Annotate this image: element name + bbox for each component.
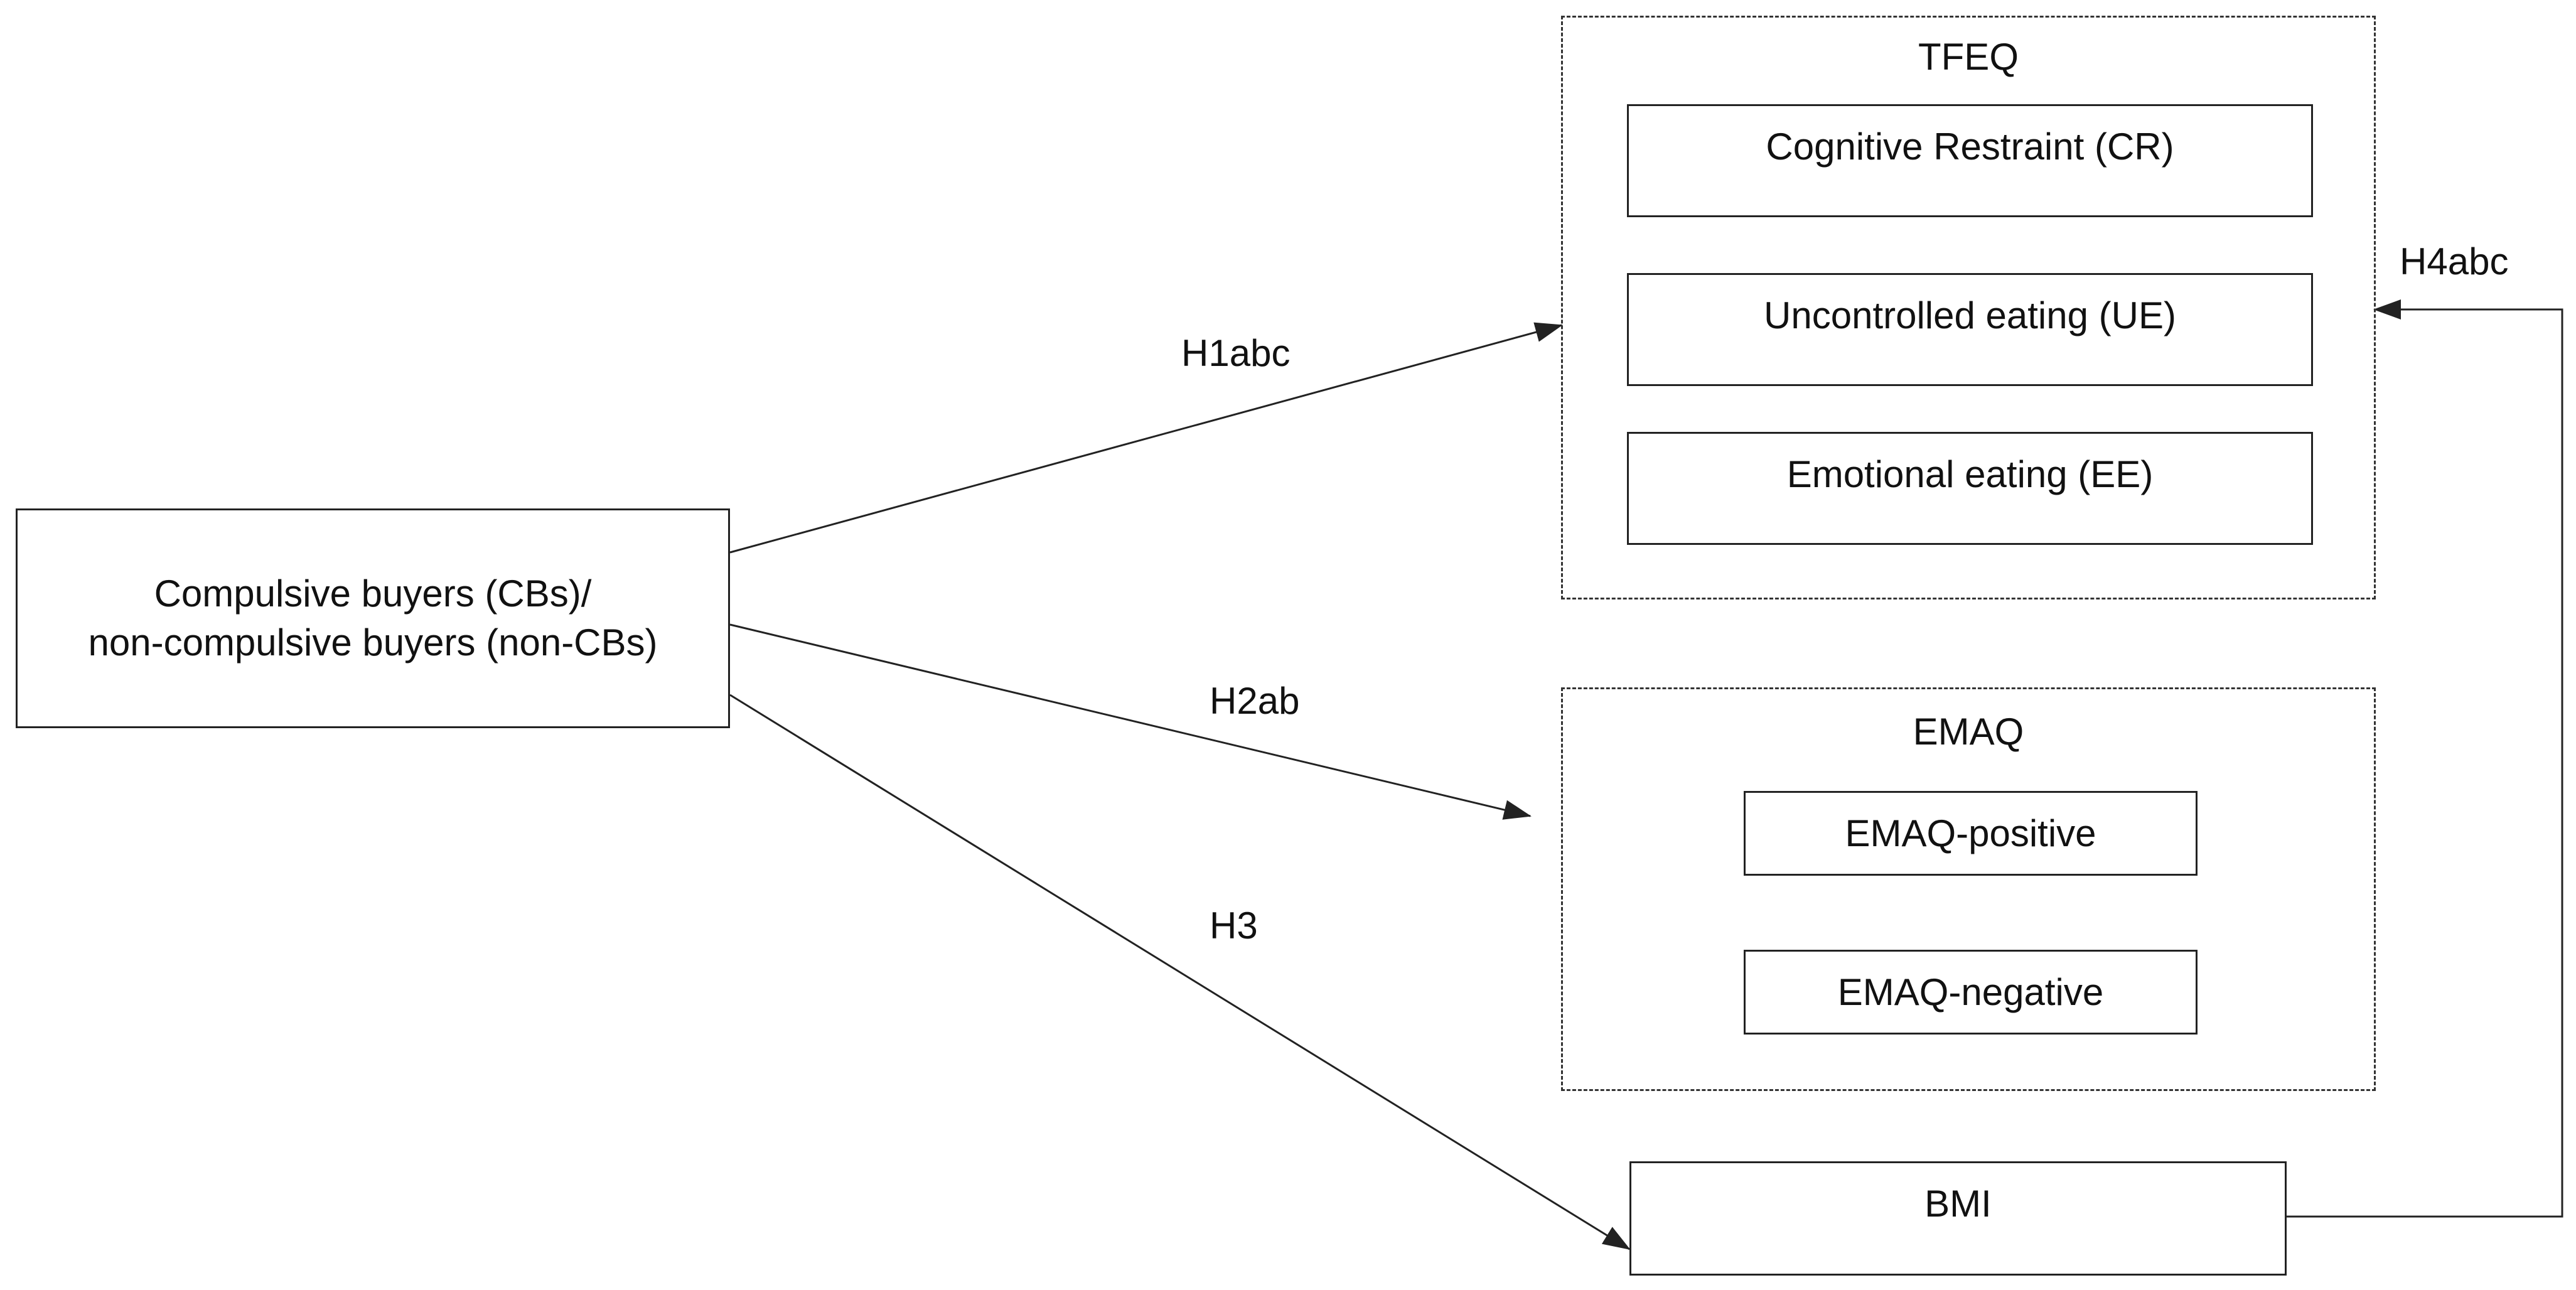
source-node-compulsive-buyers: Compulsive buyers (CBs)/ non-compulsive … xyxy=(16,508,730,728)
emaq-item-negative: EMAQ-negative xyxy=(1744,950,2198,1035)
emaq-item-label: EMAQ-negative xyxy=(1837,971,2104,1013)
edge-label-h4: H4abc xyxy=(2400,240,2509,282)
edge-label-h3: H3 xyxy=(1210,905,1258,947)
tfeq-title: TFEQ xyxy=(1918,36,2019,78)
edge-label-h1: H1abc xyxy=(1181,332,1291,374)
tfeq-item-emotional-eating: Emotional eating (EE) xyxy=(1627,432,2313,545)
tfeq-item-cognitive-restraint: Cognitive Restraint (CR) xyxy=(1627,104,2313,217)
tfeq-item-label: Uncontrolled eating (UE) xyxy=(1764,294,2176,336)
bmi-label: BMI xyxy=(1924,1183,1992,1225)
tfeq-item-label: Emotional eating (EE) xyxy=(1786,453,2154,495)
arrow-h3 xyxy=(729,694,1631,1250)
emaq-item-label: EMAQ-positive xyxy=(1845,812,2096,854)
emaq-group: EMAQ xyxy=(1561,687,2376,1091)
arrow-h1 xyxy=(729,322,1563,554)
tfeq-item-uncontrolled-eating: Uncontrolled eating (UE) xyxy=(1627,273,2313,386)
source-node-label: Compulsive buyers (CBs)/ non-compulsive … xyxy=(88,572,658,664)
tfeq-item-label: Cognitive Restraint (CR) xyxy=(1766,126,2174,168)
arrow-h2 xyxy=(729,623,1532,820)
edge-label-h2: H2ab xyxy=(1210,680,1300,722)
tfeq-group: TFEQ xyxy=(1561,16,2376,599)
emaq-title: EMAQ xyxy=(1913,711,2024,753)
emaq-item-positive: EMAQ-positive xyxy=(1744,791,2198,876)
bmi-node: BMI xyxy=(1629,1161,2287,1276)
